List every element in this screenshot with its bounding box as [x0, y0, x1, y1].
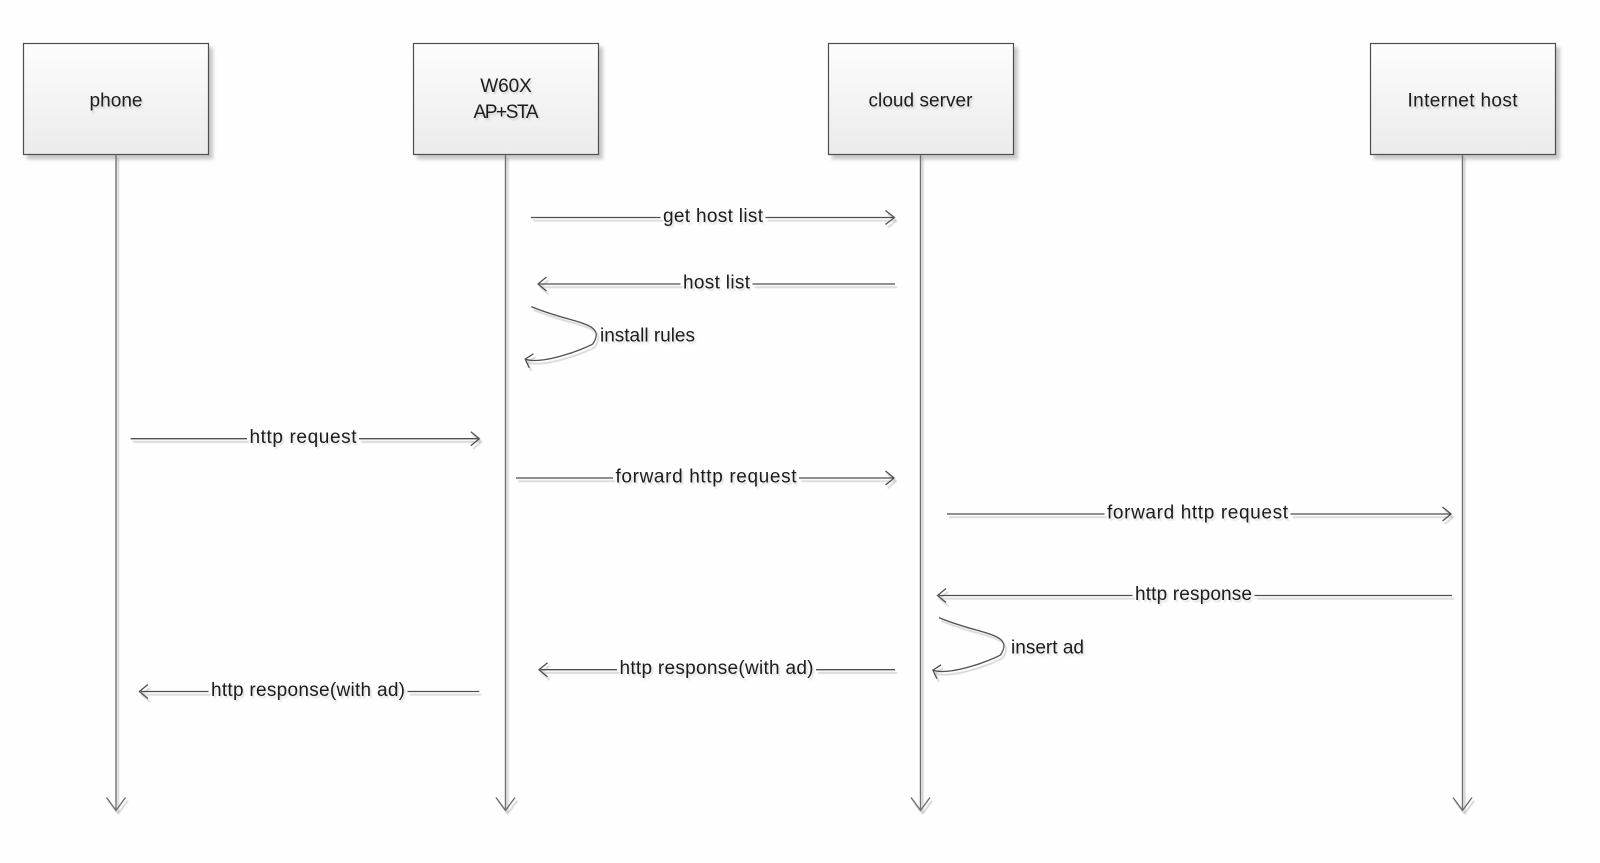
svg-text:host list: host list: [683, 273, 751, 294]
svg-text:Internet host: Internet host: [1408, 91, 1519, 112]
svg-text:http response: http response: [1135, 584, 1252, 605]
svg-text:install rules: install rules: [600, 326, 695, 347]
svg-text:http request: http request: [250, 427, 358, 448]
svg-text:forward http request: forward http request: [1107, 503, 1289, 524]
svg-text:forward http request: forward http request: [616, 467, 798, 488]
svg-text:http response(with ad): http response(with ad): [211, 680, 405, 701]
svg-text:cloud server: cloud server: [869, 91, 974, 112]
svg-text:insert ad: insert ad: [1011, 638, 1084, 659]
svg-text:http response(with ad): http response(with ad): [620, 658, 814, 679]
svg-text:get host list: get host list: [663, 206, 764, 227]
svg-text:AP+STA: AP+STA: [474, 102, 539, 123]
svg-text:W60X: W60X: [480, 76, 532, 97]
svg-text:phone: phone: [90, 91, 143, 112]
